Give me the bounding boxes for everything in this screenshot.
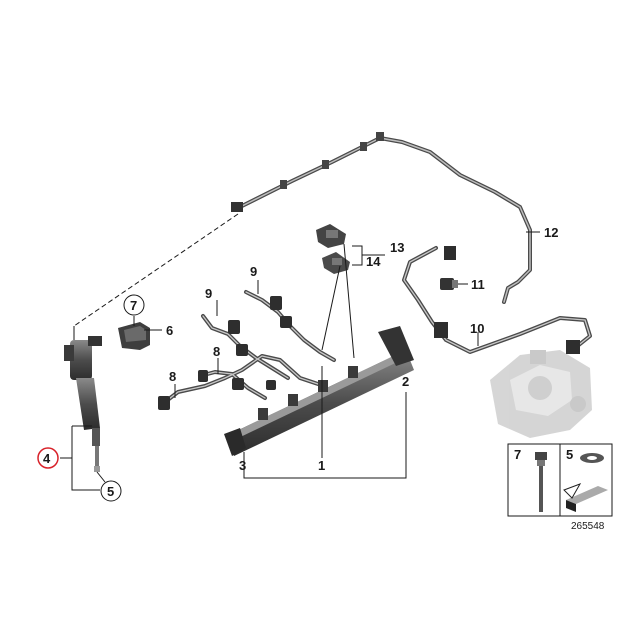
inset-arrow-icon [563,483,608,512]
callout-12: 12 [544,225,558,240]
return-line-connector [231,202,243,212]
bolt-13 [316,224,346,248]
callout-9a: 9 [205,286,212,301]
high-pressure-pump [490,350,592,438]
leader-lines [60,213,540,491]
inset-callout-5: 5 [566,447,573,462]
callout-5: 5 [107,484,114,499]
return-line-12 [231,132,532,304]
callout-9b: 9 [250,264,257,279]
parts-inset: 7 5 [507,443,613,517]
callout-11: 11 [471,277,485,292]
callout-13: 13 [390,240,404,255]
inset-bolt [535,452,547,512]
callout-2: 2 [402,374,409,389]
fuel-injector-4 [64,336,102,472]
callout-3: 3 [239,458,246,473]
callouts: 1 2 3 4 5 6 7 8 8 9 9 10 11 12 13 14 [37,225,558,502]
callout-5-circle [100,480,122,502]
callout-1: 1 [318,458,325,473]
reference-number: 265548 [571,521,605,532]
callout-7: 7 [130,298,137,313]
inset-washer [580,453,604,463]
callout-10: 10 [470,321,484,336]
bolt-14 [322,252,350,274]
callout-14: 14 [366,254,381,269]
callout-4: 4 [43,451,51,466]
clamp-6 [118,322,150,350]
pressure-sensor-11 [440,278,458,290]
high-pressure-lines [158,290,336,410]
callout-7-circle [123,294,145,316]
callout-8a: 8 [169,369,176,384]
pressure-line-10 [402,246,592,354]
callout-8b: 8 [213,344,220,359]
callout-4-circle [37,447,59,469]
inset-callout-7: 7 [514,447,521,462]
callout-6: 6 [166,323,173,338]
fuel-rail-1 [224,326,414,456]
